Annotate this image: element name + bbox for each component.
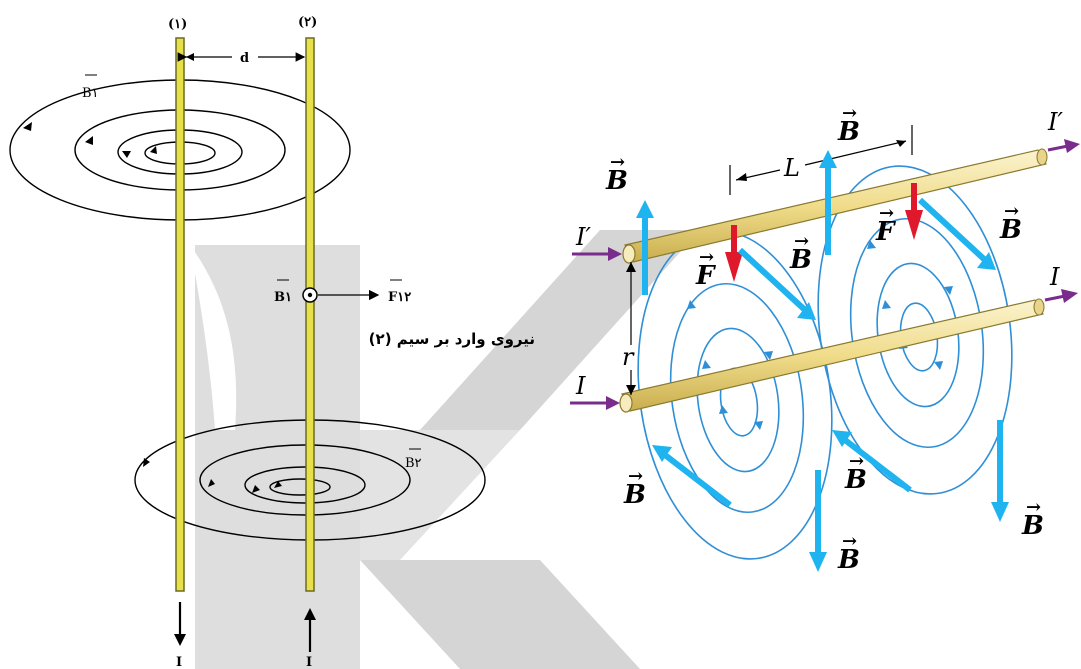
left-figure: (۱) (۲) d B۱ B۲ B۱ F۱۲ نیروی وارد بر سیم… (9, 15, 535, 669)
b-label-bottom-lower: B (837, 545, 860, 575)
b-label-mid-left-vec: → (794, 231, 809, 252)
wire-2 (305, 37, 315, 592)
force-right-vec: → (879, 203, 894, 224)
separation-marker (626, 262, 636, 395)
b1-loop-arrows (23, 122, 157, 158)
force-caption: نیروی وارد بر سیم (۲) (369, 330, 535, 348)
b-label-bottom-center: B (844, 465, 867, 495)
b-label-top-center-vec: → (842, 103, 857, 124)
b-label-mid-left: B (789, 245, 812, 275)
current-2-label: I (306, 655, 312, 669)
b-label-bottom-center-vec: → (849, 451, 864, 472)
b1-at-wire2-label: B۱ (274, 290, 292, 305)
current-1-label: I (176, 655, 182, 669)
force-left-label: F (695, 261, 716, 291)
b-labels: B → B → B → B → B → B → B → B → (605, 103, 1044, 575)
b-label-mid-right: B (999, 215, 1022, 245)
b1-label: B۱ (82, 86, 99, 101)
wire-1-label: (۱) (168, 17, 187, 32)
current-top-in-arrow (572, 247, 622, 261)
b-label-bottom-right: B (1021, 511, 1044, 541)
wire-2-label: (۲) (298, 15, 317, 30)
length-marker (729, 125, 913, 195)
b-label-top-left: B (605, 166, 628, 196)
current-top-out-arrow (1047, 139, 1080, 153)
b1-out-of-page-symbol (302, 287, 318, 303)
current-top-out-label: I′ (1047, 108, 1063, 136)
force-left-vec: → (699, 247, 714, 268)
current-2-arrow (304, 608, 316, 652)
force-right-label: F (875, 217, 896, 247)
b-label-top-left-vec: → (610, 152, 625, 173)
current-1-arrow (174, 602, 186, 646)
distance-marker (177, 52, 306, 62)
current-top-in-label: I′ (575, 223, 591, 251)
b-label-top-center: B (837, 117, 860, 147)
current-bottom-out-label: I (1049, 263, 1060, 291)
current-bottom-in-label: I (575, 372, 586, 400)
wire-1 (175, 37, 185, 592)
force-arrow-left (725, 225, 743, 282)
separation-label: r (622, 343, 635, 371)
current-bottom-out-arrow (1044, 289, 1078, 303)
length-label: L (783, 154, 800, 182)
b-label-bottom-lower-vec: → (842, 531, 857, 552)
current-bottom-in-arrow (570, 396, 620, 410)
force-f12-label: F۱۲ (388, 290, 411, 305)
b-label-bottom-left-vec: → (628, 466, 643, 487)
rod-top (622, 148, 1048, 264)
distance-label: d (240, 51, 249, 66)
watermark-logo (190, 230, 700, 669)
b-field-arrows (636, 150, 1009, 572)
b-label-mid-right-vec: → (1004, 201, 1019, 222)
b2-label: B۲ (405, 456, 422, 471)
force-arrow-right (905, 183, 923, 240)
b2-loop-arrows (143, 458, 282, 493)
b-label-bottom-left: B (623, 480, 646, 510)
right-figure: I′ I I′ I r L F (570, 103, 1080, 575)
b-label-bottom-right-vec: → (1026, 497, 1041, 518)
